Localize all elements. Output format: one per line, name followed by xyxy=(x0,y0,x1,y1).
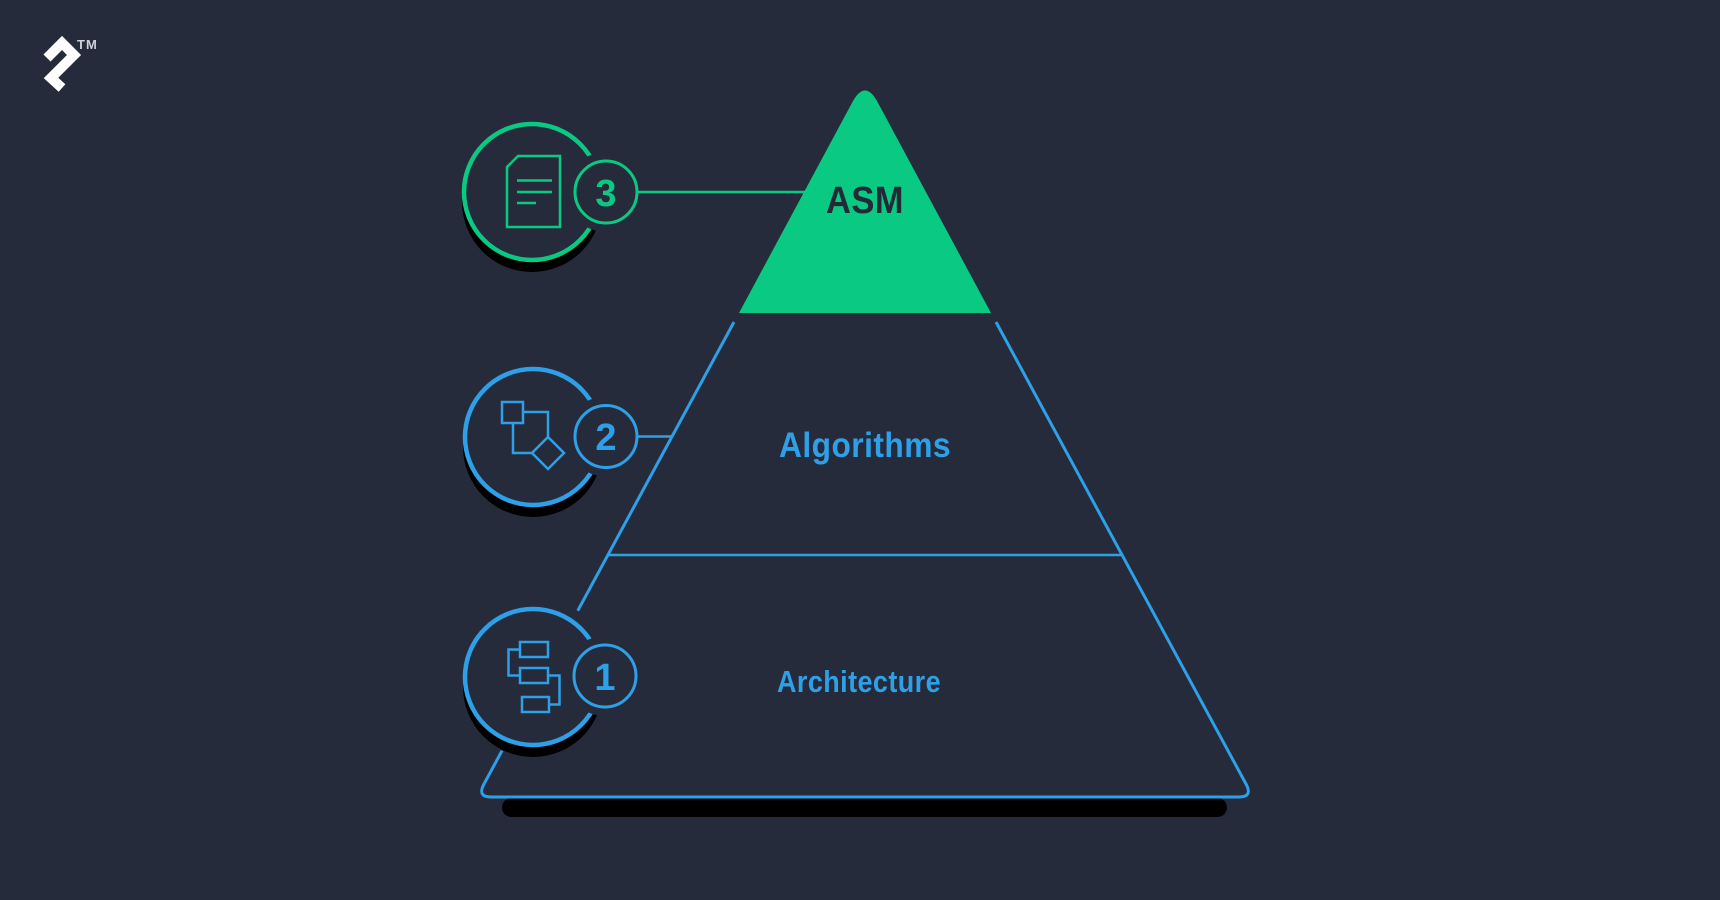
level-1-number-circle xyxy=(572,643,638,709)
level-2-badge-group: 2 xyxy=(453,357,646,517)
level-1-badge-group: 1 xyxy=(453,597,645,757)
pyramid-outline xyxy=(480,321,1250,799)
logo-glyph-icon xyxy=(43,35,82,92)
level-2-number-circle xyxy=(573,404,639,469)
document-icon xyxy=(505,154,562,229)
trademark-text: TM xyxy=(77,37,98,52)
label-asm: ASM xyxy=(826,180,904,222)
toptal-logo: TM xyxy=(43,35,98,92)
level-2-number: 2 xyxy=(595,417,616,459)
level-3-number-circle xyxy=(573,159,639,225)
flowchart-icon xyxy=(500,400,566,471)
level-3-number: 3 xyxy=(595,173,616,215)
pyramid-base-shadow xyxy=(502,798,1227,817)
level-3-badge-group: 3 xyxy=(452,112,646,272)
label-architecture: Architecture xyxy=(777,664,941,699)
pyramid-level-asm-shape xyxy=(739,90,991,313)
label-algorithms: Algorithms xyxy=(779,426,951,465)
level-1-number: 1 xyxy=(594,657,615,699)
hierarchy-icon xyxy=(507,640,561,714)
